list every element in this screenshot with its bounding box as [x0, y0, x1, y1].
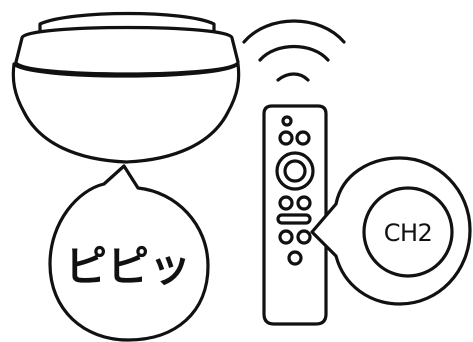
- sound-bubble-text: ピピッ: [65, 242, 191, 291]
- ceiling-light-icon: [13, 14, 238, 163]
- remote-control-icon: [264, 106, 326, 324]
- sound-speech-bubble: ピピッ: [50, 166, 208, 340]
- wireless-signal-icon: [244, 21, 344, 80]
- channel-speech-bubble: CH2: [312, 158, 470, 304]
- channel-bubble-text: CH2: [384, 219, 433, 247]
